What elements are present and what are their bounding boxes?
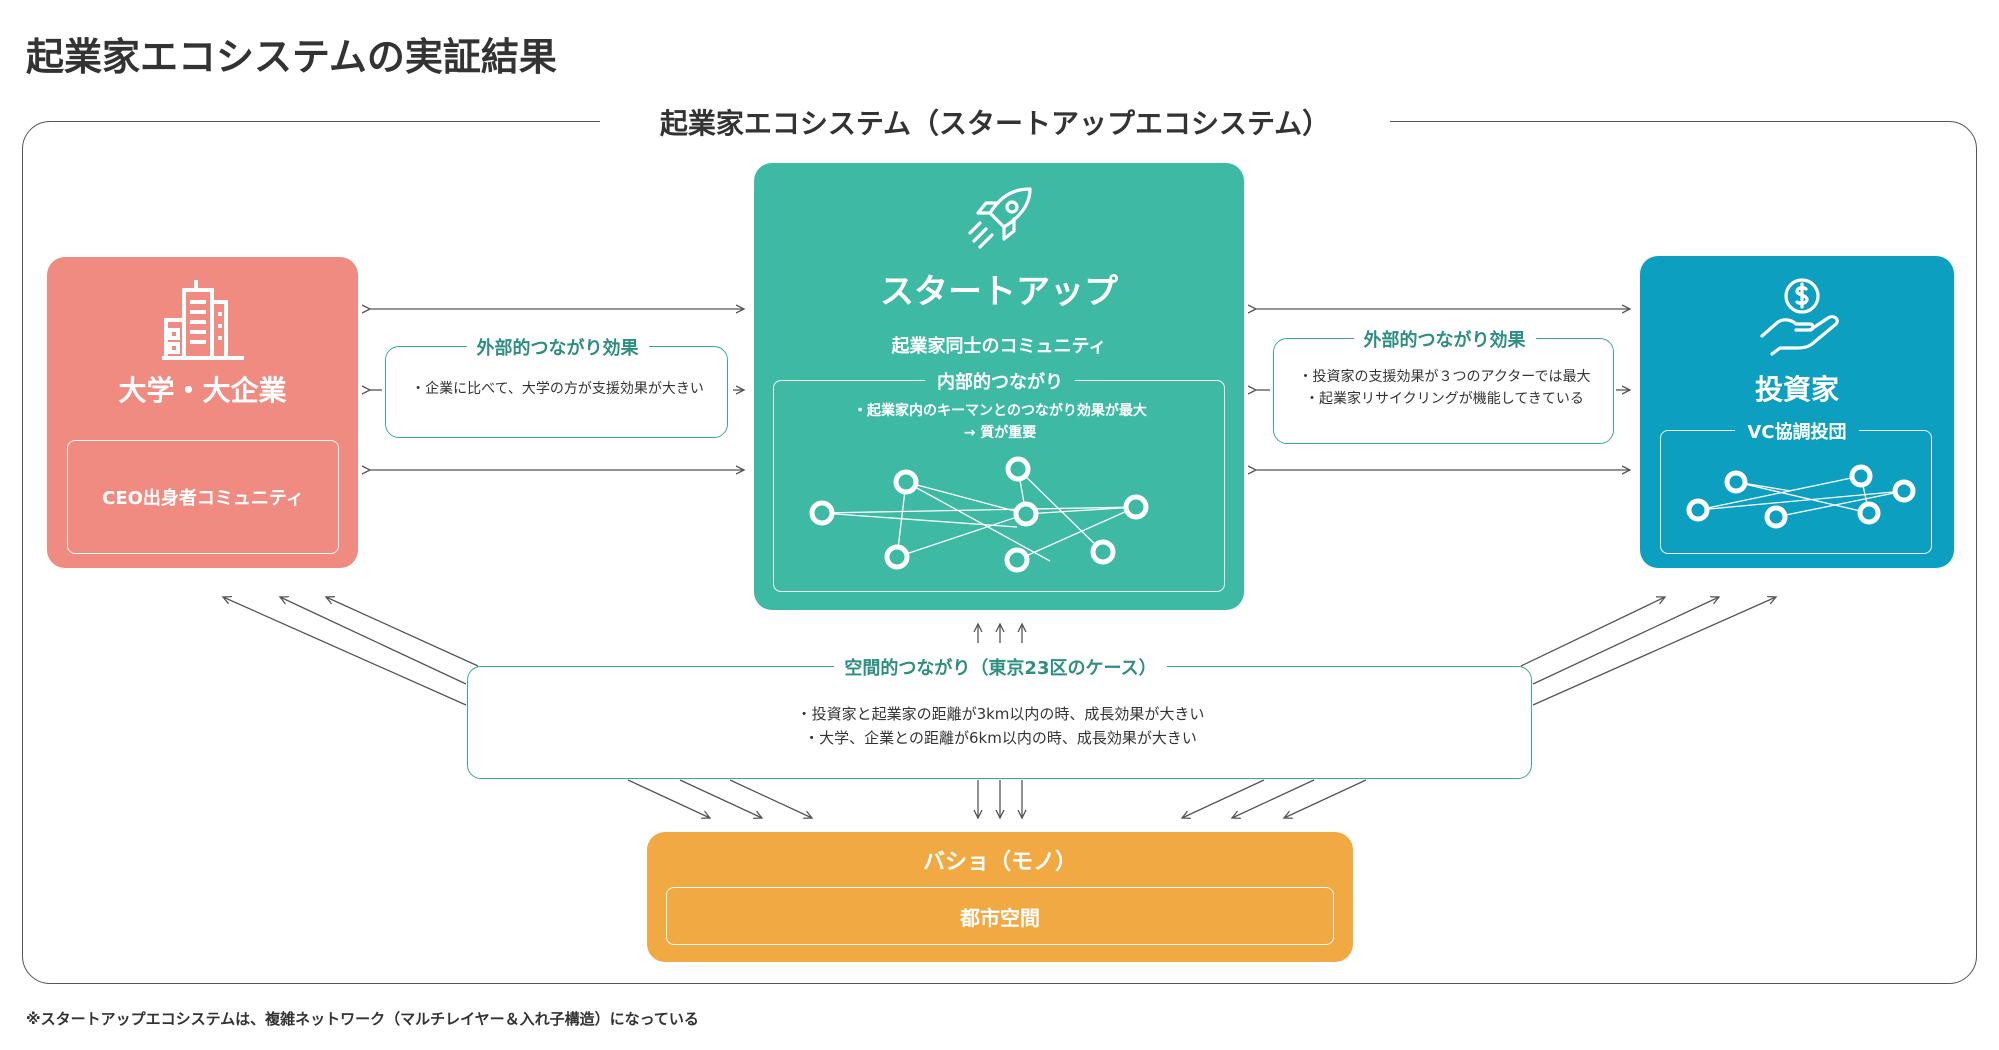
spatial-line-2: ・大学、企業との距離が6km以内の時、成長効果が大きい [804,729,1197,747]
external-effect-left-box: 外部的つながり効果 ・企業に比べて、大学の方が支援効果が大きい [385,334,728,438]
basho-title: バショ（モノ） [922,850,1077,875]
network-node [1123,494,1149,520]
arrow-spatial-investor-3 [1520,597,1665,667]
investor-box: 投資家 VC協調投団 [1640,256,1954,568]
investor-title: 投資家 [1754,373,1839,406]
vc-network-graph [1686,464,1916,529]
university-box: 大学・大企業 CEO出身者コミュニティ [47,257,358,568]
arrow-spatial-basho-6 [729,779,812,818]
spatial-connection-label: 空間的つながり（東京23区のケース） [834,654,1167,680]
page-title: 起業家エコシステムの実証結果 [26,35,557,79]
startup-title: スタートアップ [880,271,1118,312]
arrow-spatial-basho-7 [1182,779,1265,818]
external-effect-right-box: 外部的つながり効果 ・投資家の支援効果が３つのアクターでは最大 ・起業家リサイク… [1273,326,1614,444]
spatial-line-1: ・投資家と起業家の距離が3km以内の時、成長効果が大きい [796,705,1205,723]
external-effect-right-line-2: ・起業家リサイクリングが機能してきている [1305,391,1584,407]
startup-subtitle: 起業家同士のコミュニティ [891,336,1107,357]
arrow-spatial-investor-1 [1532,597,1776,706]
urban-space-box: 都市空間 [666,887,1334,945]
arrow-spatial-basho-5 [679,779,762,818]
external-effect-right-label: 外部的つながり効果 [1353,326,1536,352]
buildings-icon [162,280,244,360]
vc-syndicate-box: VC協調投団 [1660,418,1932,554]
arrow-spatial-univ-2 [280,597,467,685]
spatial-connection-box: 空間的つながり（東京23区のケース） ・投資家と起業家の距離が3km以内の時、成… [467,654,1532,779]
network-node [884,544,910,570]
internal-line-2: → 質が重要 [963,425,1037,441]
arrow-spatial-basho-9 [1284,779,1367,818]
footnote: ※スタートアップエコシステムは、複雑ネットワーク（マルチレイヤー＆入れ子構造）に… [26,1010,699,1028]
network-node [809,500,835,526]
internal-connection-box: 内部的つながり ・起業家内のキーマンとのつながり効果が最大 → 質が重要 [773,368,1225,592]
network-node [1004,547,1030,573]
network-node [1013,501,1039,527]
arrow-spatial-univ-1 [223,597,467,706]
basho-box: バショ（モノ） 都市空間 [647,832,1353,962]
vc-node [1724,470,1748,494]
ceo-community-box: CEO出身者コミュニティ [67,440,339,554]
vc-node [1686,498,1710,522]
ecosystem-title: 起業家エコシステム（スタートアップエコシステム） [600,100,1390,144]
vc-node [1857,501,1881,525]
network-node [893,469,919,495]
university-title: 大学・大企業 [118,374,287,407]
arrow-spatial-basho-4 [627,779,710,818]
internal-line-1: ・起業家内のキーマンとのつながり効果が最大 [853,403,1147,419]
vc-node [1764,505,1788,529]
network-node [1005,456,1031,482]
vc-node [1849,464,1873,488]
external-effect-left-label: 外部的つながり効果 [466,334,649,360]
network-graph [809,456,1149,573]
internal-connection-title: 内部的つながり [925,368,1075,394]
startup-box: スタートアップ 起業家同士のコミュニティ 内部的つながり ・起業家内のキーマンと… [754,163,1244,610]
arrow-spatial-univ-3 [326,597,479,667]
vc-node [1892,479,1916,503]
vc-syndicate-title: VC協調投団 [1735,418,1859,444]
arrow-spatial-investor-2 [1532,597,1719,685]
network-node [1090,539,1116,565]
external-effect-right-line-1: ・投資家の支援効果が３つのアクターでは最大 [1298,369,1591,385]
external-effect-left-text: ・企業に比べて、大学の方が支援効果が大きい [411,381,704,397]
money-hand-icon [1760,278,1839,356]
arrow-spatial-basho-8 [1232,779,1315,818]
rocket-icon [968,187,1032,249]
